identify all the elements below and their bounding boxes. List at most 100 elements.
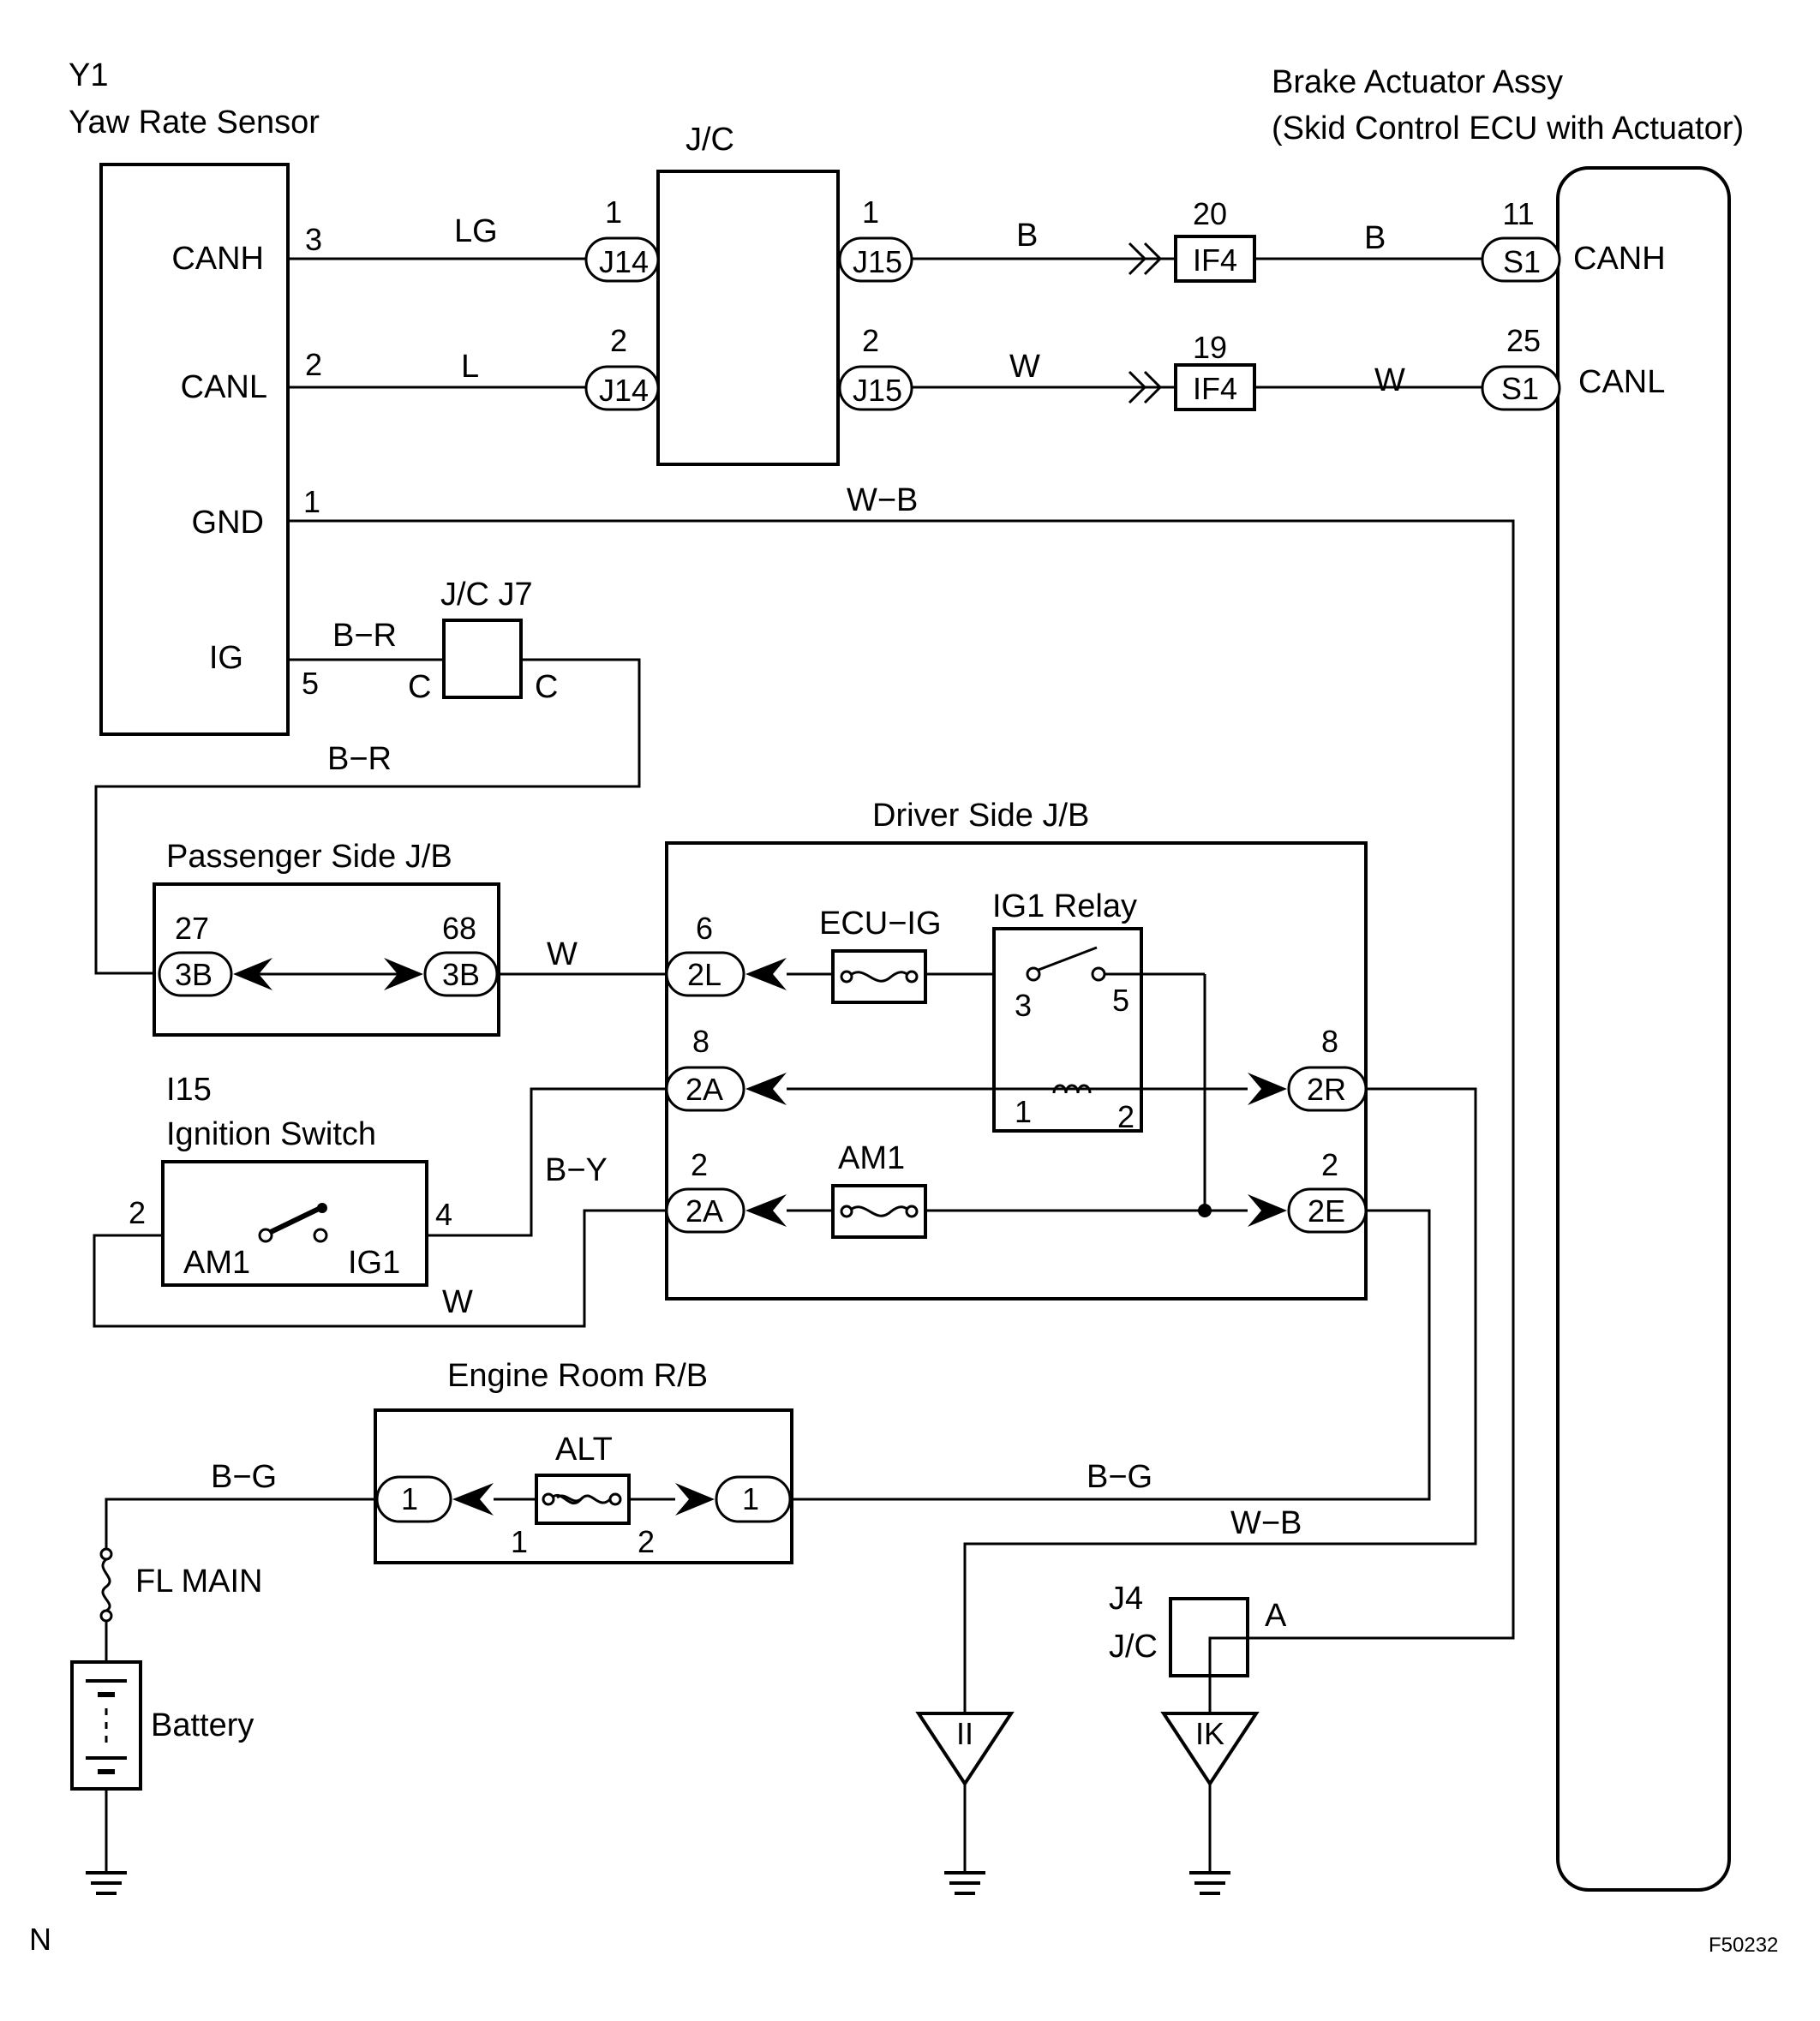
fuse-ecu-ig-dot-l (840, 970, 853, 984)
ig1-relay-contact-3 (1026, 966, 1041, 982)
driver-jb-pin-8: 8 (692, 1024, 709, 1059)
passenger-jb-title: Passenger Side J/B (166, 839, 452, 875)
jc-j14-canh (584, 236, 660, 283)
engine-rb-arrow-left (452, 1483, 494, 1516)
driver-jb-conn-2e-label: 2E (1308, 1193, 1345, 1229)
wire-b1-label: B (1016, 218, 1038, 254)
jc-j15-label-1: J15 (853, 244, 902, 279)
ignition-contact-ig1 (313, 1228, 328, 1243)
fl-main-dot-top (99, 1547, 113, 1561)
ignition-switch-knob (317, 1203, 327, 1213)
engine-rb-title: Engine Room R/B (447, 1358, 708, 1394)
passenger-jb-conn-label-2: 3B (442, 957, 480, 992)
wire-lg-label: LG (454, 213, 498, 249)
battery-ground-icon (86, 1871, 127, 1895)
wire-bat-bg-label: B−G (211, 1459, 277, 1495)
ground-ii-symbol (915, 1712, 1015, 1787)
wire-l-label: L (461, 349, 479, 385)
passenger-jb-conn-label-1: 3B (175, 957, 213, 992)
ignition-term-am1: AM1 (183, 1245, 250, 1281)
passenger-jb-conn-27 (158, 951, 233, 997)
engine-rb-arrow-right (675, 1483, 715, 1516)
ig1-relay-pin-1: 1 (1015, 1094, 1032, 1129)
ignition-term-ig1: IG1 (348, 1245, 400, 1281)
jc-title: J/C (685, 122, 734, 158)
alt-fuse-dot-l (542, 1492, 555, 1506)
driver-jb-conn-2l-label: 2L (687, 957, 721, 992)
wire-ign-by-label: B−Y (545, 1152, 608, 1188)
yaw-pin-ig-label: IG (209, 640, 243, 676)
wire-br2 (94, 658, 641, 975)
ig1-relay-box (992, 927, 1143, 1133)
jc-j14-label-2: J14 (599, 373, 649, 408)
jc-j15-pin1: 1 (862, 194, 879, 230)
actuator-pin-11: 11 (1502, 196, 1534, 231)
engine-rb-conn-left-label: 1 (401, 1481, 418, 1516)
yaw-pin-3: 3 (305, 222, 322, 257)
yaw-pin-canl-label: CANL (181, 369, 267, 405)
jc-j14-label-1: J14 (599, 244, 649, 279)
wire-bat-bg (105, 1498, 377, 1549)
engine-rb-conn-right-label: 1 (742, 1481, 759, 1516)
fuse-ecu-ig-label: ECU−IG (819, 906, 942, 942)
wire-gnd-wb (288, 519, 1515, 1640)
driver-jb-pin-8-right: 8 (1321, 1024, 1338, 1059)
if4-pin-20: 20 (1193, 196, 1227, 231)
jc-j15-pin2: 2 (862, 323, 879, 358)
footer-left: N (29, 1922, 51, 1957)
in-line-arrow-canh (1128, 242, 1163, 276)
ground-ii-label: II (956, 1716, 973, 1751)
ground-ik-label: IK (1195, 1716, 1224, 1751)
wire-2r-wb (963, 1087, 1477, 1713)
ig1-relay-label: IG1 Relay (992, 888, 1137, 924)
footer-right: F50232 (1709, 1934, 1778, 1957)
yaw-pin-canh-label: CANH (171, 241, 264, 277)
if4-canh-connector (1174, 235, 1256, 283)
passenger-jb-arrow-left (233, 958, 272, 990)
jc-j7-box (442, 619, 523, 699)
wire-ign-w (93, 1209, 667, 1328)
actuator-canl-label: CANL (1578, 364, 1665, 400)
driver-jb-arrow-2l (745, 958, 787, 990)
ig1-relay-pin-2: 2 (1117, 1099, 1135, 1134)
driver-jb-conn-2a2-label: 2A (685, 1193, 723, 1229)
wire-ig-br-label: B−R (332, 618, 397, 654)
ig1-relay-switch-arm (1038, 946, 1098, 972)
ig1-relay-contact-5 (1091, 966, 1106, 982)
actuator-s1-canh (1481, 236, 1561, 283)
actuator-canh-label: CANH (1573, 241, 1666, 277)
wire-pass-w-label: W (547, 936, 578, 972)
fuse-am1-label: AM1 (838, 1140, 905, 1176)
actuator-s1-label-1: S1 (1503, 244, 1541, 279)
wire-w1-label: W (1009, 349, 1040, 385)
ground-ik-symbol (1160, 1712, 1260, 1787)
if4-canl-label: IF4 (1193, 371, 1237, 406)
wire-w2-label: W (1374, 362, 1405, 398)
fl-main-label: FL MAIN (135, 1564, 263, 1599)
ignition-code: I15 (166, 1072, 212, 1108)
engine-rb-pin-2: 2 (638, 1524, 655, 1559)
yaw-pin-5: 5 (302, 666, 319, 701)
fl-main-dot-bottom (99, 1609, 113, 1623)
in-line-arrow-canl (1128, 370, 1163, 404)
yaw-pin-1: 1 (303, 484, 320, 519)
yaw-sensor-name: Yaw Rate Sensor (69, 105, 320, 141)
jc-j7-pin-left: C (408, 669, 431, 705)
yaw-pin-gnd-label: GND (192, 505, 264, 541)
wire-ign-w-label: W (442, 1284, 473, 1320)
j4-title: J/C (1109, 1629, 1158, 1665)
passenger-jb-pin-68: 68 (442, 911, 476, 946)
passenger-jb-pin-27: 27 (175, 911, 209, 946)
alt-fuse-dot-r (608, 1492, 622, 1506)
jc-j15-label-2: J15 (853, 373, 902, 408)
alt-fuse-label: ALT (555, 1432, 613, 1468)
fuse-am1-element (847, 1205, 912, 1217)
jc-j14-pin2: 2 (610, 323, 627, 358)
fuse-ecu-ig-dot-r (905, 970, 919, 984)
ignition-contact-am1 (258, 1228, 273, 1243)
actuator-s1-canl (1481, 365, 1561, 411)
driver-jb-arrow-2r (1248, 1073, 1287, 1105)
fuse-am1-dot-r (905, 1205, 919, 1218)
j4-code: J4 (1109, 1581, 1143, 1617)
